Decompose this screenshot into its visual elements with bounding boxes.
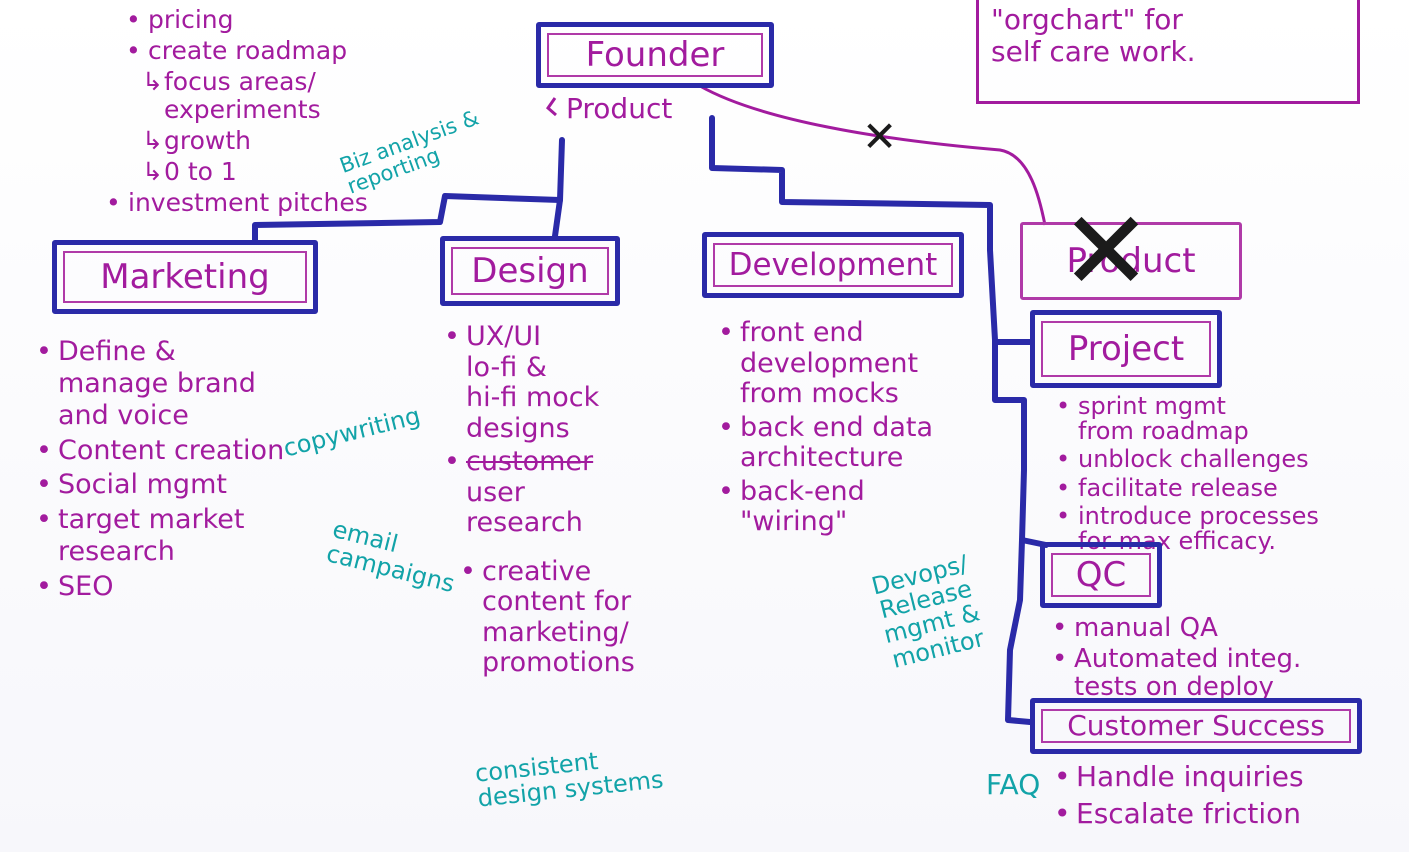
founder-task: focus areas/ experiments [126,68,446,124]
cs-task: Escalate friction [1054,797,1394,831]
marketing-task: target market research [36,504,336,568]
note-orgchart: "orgchart" for self care work. [976,0,1360,104]
design-box: Design [440,236,620,306]
project-task: facilitate release [1056,475,1406,501]
marketing-task-list: Define & manage brand and voice Content … [36,336,336,606]
note-line2: self care work. [991,35,1196,69]
founder-task: investment pitches [106,189,446,218]
connector-founder-marketing [252,193,563,243]
founder-task: growth [126,127,446,156]
qc-task-list: manual QA Automated integ. tests on depl… [1052,614,1382,704]
project-task: introduce processes for max efficacy. [1056,503,1406,554]
development-task: back-end "wiring" [718,476,1018,538]
founder-product-bracket [545,97,557,117]
cs-task-list: Handle inquiries Escalate friction [1054,760,1394,833]
project-label: Project [1067,329,1185,369]
note-line1: "orgchart" for [991,3,1183,36]
marketing-task: Content creation [36,435,336,467]
product-crossed-label: Product [1066,241,1196,281]
marketing-box: Marketing [52,240,318,314]
development-label: Development [728,246,938,283]
design-task-list: UX/UI lo-fi & hi-fi mock designs custome… [444,321,714,682]
marketing-task: SEO [36,571,336,603]
qc-label: QC [1075,555,1127,595]
connector-founder-product [699,84,1047,226]
founder-box: Founder [536,22,774,88]
cs-task: Handle inquiries [1054,760,1394,794]
connector-founder-design [552,137,565,239]
founder-label: Founder [585,35,725,75]
development-task-list: front end development from mocks back en… [718,317,1018,541]
project-task-list: sprint mgmt from roadmap unblock challen… [1056,393,1406,557]
connector-founder-development [709,115,993,253]
customer-success-box: Customer Success [1030,698,1362,754]
development-task: front end development from mocks [718,317,1018,410]
product-box-crossed: Product [1020,222,1242,300]
design-label: Design [471,251,589,291]
founder-task: 0 to 1 [126,158,446,187]
founder-task-list: pricing create roadmap focus areas/ expe… [106,6,446,220]
design-task: UX/UI lo-fi & hi-fi mock designs [444,321,714,444]
founder-sub-label: Product [566,92,673,125]
marketing-task: Define & manage brand and voice [36,336,336,432]
project-task: unblock challenges [1056,447,1406,473]
development-task: back end data architecture [718,412,1018,474]
founder-task: create roadmap [126,37,446,66]
design-task: creative content for marketing/ promotio… [460,556,714,679]
project-task: sprint mgmt from roadmap [1056,393,1406,444]
customer-success-label: Customer Success [1067,709,1325,742]
development-box: Development [702,232,964,298]
founder-task: pricing [126,6,446,35]
cross-out-mark: ✕ [1060,187,1153,315]
struck-word: customer [466,446,594,477]
marketing-task: Social mgmt [36,469,336,501]
qc-task: Automated integ. tests on deploy [1052,645,1382,701]
project-box: Project [1030,310,1222,388]
connector-x-mark: ✕ [862,112,898,161]
qc-box: QC [1040,542,1162,608]
teal-faq: FAQ [986,768,1041,801]
marketing-label: Marketing [100,257,270,297]
qc-task: manual QA [1052,614,1382,642]
